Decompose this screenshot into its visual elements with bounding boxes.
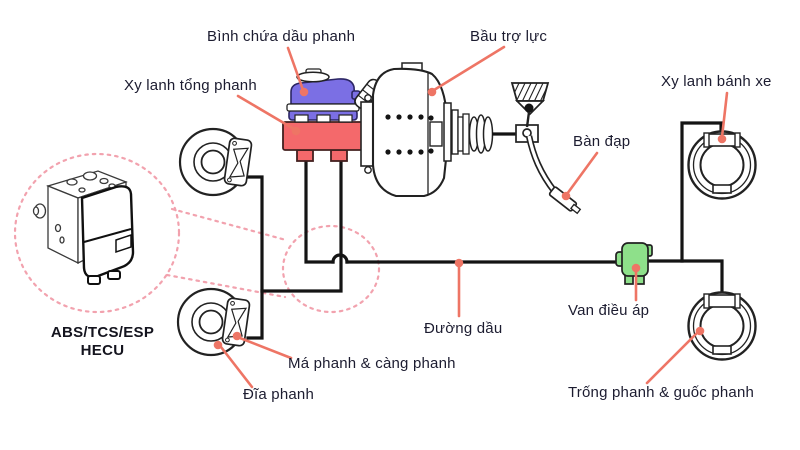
- brake-booster: [360, 62, 494, 198]
- abs-callout-line-bottom: [165, 273, 287, 299]
- reservoir-mount-tab: [316, 114, 331, 123]
- hecu-ecu-cover: [80, 185, 135, 279]
- booster-bolt-dots: [385, 114, 434, 155]
- leader-pedal: [565, 151, 599, 196]
- pressure-valve: [615, 242, 653, 285]
- pipe-to-rear-upper: [680, 121, 723, 263]
- fluid-reservoir: [288, 78, 361, 121]
- reservoir-cap: [296, 71, 330, 83]
- abs-callout-line-top: [170, 207, 288, 242]
- leader-dots: [213, 87, 727, 350]
- reservoir-upper-body: [290, 78, 356, 105]
- leader-lines: [219, 45, 729, 389]
- label-booster: Bầu trợ lực: [470, 28, 548, 45]
- leader-drum: [645, 331, 699, 385]
- master-cylinder-port-left: [296, 149, 314, 162]
- leader-master-cylinder: [236, 94, 296, 131]
- label-abs-line2: HECU: [80, 342, 125, 359]
- label-master-cylinder: Xy lanh tổng phanh: [124, 77, 257, 94]
- label-pads-caliper: Má phanh & càng phanh: [288, 355, 456, 372]
- hecu-foot: [87, 275, 101, 285]
- leader-pads: [238, 336, 293, 360]
- abs-callout-dotted-circles: [13, 152, 381, 314]
- master-cylinder-body: [282, 121, 369, 151]
- pedal-arm: [525, 135, 558, 195]
- master-cylinder-port-right: [330, 149, 348, 162]
- pipe-crossover-bridge: [331, 253, 349, 264]
- label-drum-shoes: Trống phanh & guốc phanh: [568, 384, 755, 401]
- pipe-to-rear-lower: [647, 259, 724, 296]
- leader-disc: [219, 345, 254, 389]
- leader-booster: [432, 45, 506, 92]
- brake-pipes: [246, 121, 724, 340]
- pipe-master-down: [304, 159, 335, 264]
- disc-brake-front-upper: [178, 127, 254, 197]
- label-wheel-cylinder: Xy lanh bánh xe: [661, 73, 772, 90]
- pipe-left-wheels: [246, 175, 264, 340]
- label-fluid-line: Đường dầu: [424, 320, 503, 337]
- hecu-left-face: [47, 185, 79, 265]
- label-disc: Đĩa phanh: [243, 386, 315, 403]
- leader-reservoir: [286, 46, 305, 92]
- bracket-hatching: [512, 83, 548, 101]
- abs-callout-big-circle: [13, 152, 181, 314]
- label-abs-line1: ABS/TCS/ESP: [50, 324, 155, 341]
- booster-rear-plate: [443, 102, 452, 162]
- pipe-master-to-left: [260, 159, 343, 293]
- abs-callout-small-circle: [281, 224, 381, 314]
- reservoir-mount-tab: [338, 114, 353, 123]
- leader-wheel-cylinder: [720, 91, 729, 139]
- hecu-foot: [107, 270, 121, 280]
- label-abs-hecu: ABS/TCS/ESP HECU: [40, 324, 165, 360]
- abs-hecu-unit: [32, 170, 135, 285]
- pedal-pivot: [524, 103, 534, 113]
- reservoir-mount-tab: [294, 114, 309, 123]
- label-pressure-valve: Van điều áp: [568, 302, 650, 319]
- reservoir-white-parts: [286, 68, 360, 123]
- label-pedal: Bàn đạp: [573, 133, 631, 150]
- reservoir-flange-band: [286, 103, 360, 112]
- label-fluid-reservoir: Bình chứa dầu phanh: [207, 28, 356, 45]
- drum-brake-rear-lower: [687, 291, 757, 361]
